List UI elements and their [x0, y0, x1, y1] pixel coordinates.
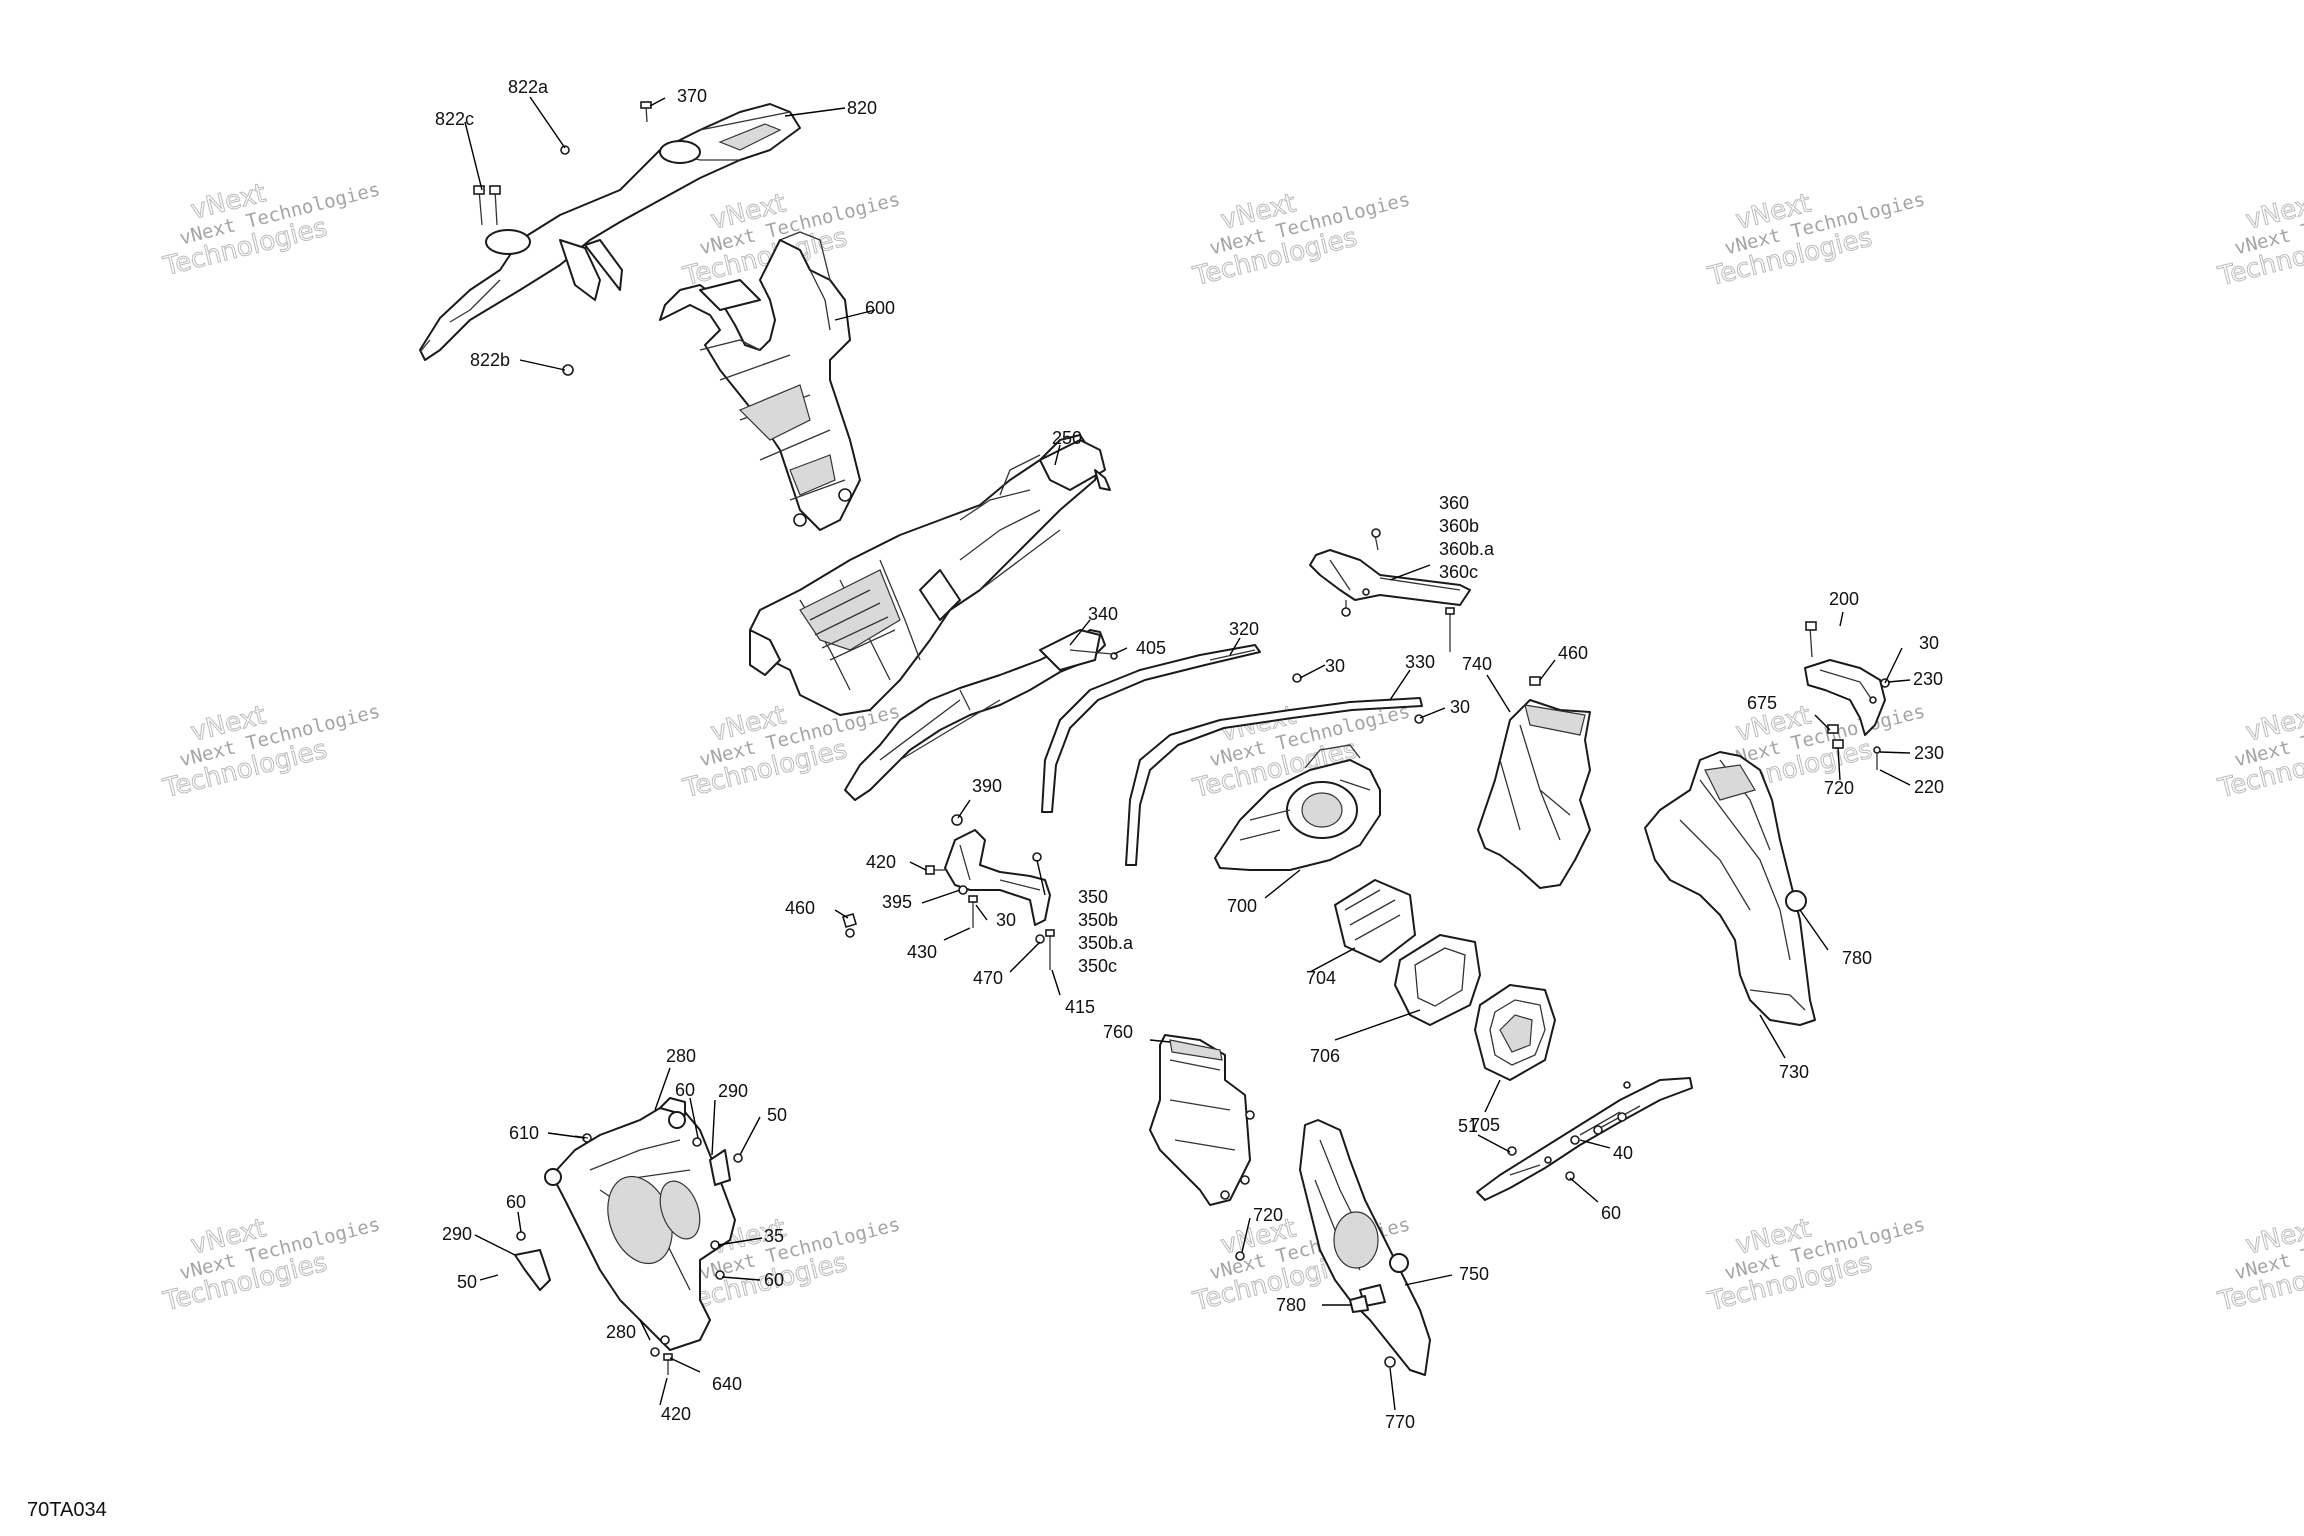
part-320-left-tube [1041, 644, 1261, 813]
callout-230-a: 230 [1913, 669, 1943, 689]
callout-405: 405 [1136, 638, 1166, 658]
callout-720-a: 720 [1824, 778, 1854, 798]
callout-30-d: 30 [996, 910, 1016, 930]
watermark: vNext vNext Technologies Technologies [2214, 188, 2304, 293]
callout-350ba: 350b.a [1078, 933, 1134, 953]
watermark: vNext vNext Technologies Technologies [159, 700, 382, 805]
callout-360c: 360c [1439, 562, 1478, 582]
callout-50-b: 50 [457, 1272, 477, 1292]
callout-470: 470 [973, 968, 1003, 988]
part-700-instrument-housing [1214, 744, 1381, 871]
watermark: vNext vNext Technologies Technologies [159, 178, 382, 283]
fasteners-750 [1235, 1251, 1396, 1368]
callout-420-a: 420 [866, 852, 896, 872]
callout-200: 200 [1829, 589, 1859, 609]
callout-360b: 360b [1439, 516, 1479, 536]
figure-code: 70TA034 [27, 1499, 107, 1521]
callout-30-c: 30 [1919, 633, 1939, 653]
callout-60-a: 60 [1601, 1203, 1621, 1223]
callout-720-b: 720 [1253, 1205, 1283, 1225]
part-40-cross-bracket [1476, 1077, 1693, 1201]
callout-35: 35 [764, 1226, 784, 1246]
callout-50-a: 50 [767, 1105, 787, 1125]
callout-822b: 822b [470, 350, 510, 370]
callout-60-b: 60 [675, 1080, 695, 1100]
watermark: vNext vNext Technologies Technologies [2214, 700, 2304, 805]
part-705-gauge [1474, 984, 1556, 1081]
callout-51: 51 [1458, 1116, 1478, 1136]
part-250-dash-panel [749, 434, 1111, 716]
callout-30-a: 30 [1325, 656, 1345, 676]
callout-290-b: 290 [442, 1224, 472, 1244]
callout-730: 730 [1779, 1062, 1809, 1082]
part-350-left-bracket [925, 814, 1055, 970]
callout-395: 395 [882, 892, 912, 912]
callout-704: 704 [1306, 968, 1336, 988]
watermark: vNext vNext Technologies Technologies [159, 1213, 382, 1318]
callout-30-b: 30 [1450, 697, 1470, 717]
callout-60-d: 60 [764, 1270, 784, 1290]
callout-430: 430 [907, 942, 937, 962]
callout-750: 750 [1459, 1264, 1489, 1284]
callout-280-b: 280 [606, 1322, 636, 1342]
part-704-panel [1334, 879, 1416, 963]
callout-822a: 822a [508, 77, 549, 97]
callout-340: 340 [1088, 604, 1118, 624]
callout-220: 220 [1914, 777, 1944, 797]
watermark: vNext vNext Technologies Technologies [1704, 188, 1927, 293]
callout-290-a: 290 [718, 1081, 748, 1101]
part-360-right-bracket [1309, 528, 1471, 652]
callout-360: 360 [1439, 493, 1469, 513]
part-740-side-panel [1477, 676, 1591, 889]
part-200-bracket [1804, 621, 1890, 736]
part-820-cross-tube [419, 103, 801, 361]
part-280-frame [544, 1097, 736, 1351]
part-340-support-bracket [844, 629, 1118, 801]
watermark: vNext vNext Technologies Technologies [1704, 1213, 1927, 1318]
fastener-460-left [842, 913, 857, 938]
callout-820: 820 [847, 98, 877, 118]
callout-250: 250 [1052, 428, 1082, 448]
callout-780-a: 780 [1842, 948, 1872, 968]
leader-lines [464, 96, 1911, 1411]
watermark: vNext vNext Technologies Technologies [2214, 1213, 2304, 1318]
callout-705: 705 [1470, 1115, 1500, 1135]
callout-40: 40 [1613, 1143, 1633, 1163]
callout-740: 740 [1462, 654, 1492, 674]
part-750-lower-panel [1299, 1119, 1431, 1376]
callout-700: 700 [1227, 896, 1257, 916]
callout-415: 415 [1065, 997, 1095, 1017]
part-760-lower-panel [1149, 1034, 1255, 1206]
callout-360ba: 360b.a [1439, 539, 1495, 559]
callout-640: 640 [712, 1374, 742, 1394]
callout-350c: 350c [1078, 956, 1117, 976]
callout-350b: 350b [1078, 910, 1118, 930]
callout-760: 760 [1103, 1022, 1133, 1042]
callout-labels: 822a 822c 370 820 822b 600 250 360 360b … [435, 77, 1944, 1432]
callout-370: 370 [677, 86, 707, 106]
callout-600: 600 [865, 298, 895, 318]
callout-60-c: 60 [506, 1192, 526, 1212]
callout-706: 706 [1310, 1046, 1340, 1066]
fasteners-820 [473, 101, 652, 376]
callout-280-a: 280 [666, 1046, 696, 1066]
callout-822c: 822c [435, 109, 474, 129]
callout-390: 390 [972, 776, 1002, 796]
callout-350: 350 [1078, 887, 1108, 907]
callout-460-a: 460 [1558, 643, 1588, 663]
callout-780-b: 780 [1276, 1295, 1306, 1315]
part-730-fender-panel [1644, 751, 1816, 1026]
callout-460-b: 460 [785, 898, 815, 918]
callout-675: 675 [1747, 693, 1777, 713]
callout-230-b: 230 [1914, 743, 1944, 763]
part-600-dash-housing [659, 231, 861, 531]
callout-320: 320 [1229, 619, 1259, 639]
callout-770: 770 [1385, 1412, 1415, 1432]
callout-420-b: 420 [661, 1404, 691, 1424]
callout-330: 330 [1405, 652, 1435, 672]
watermark: vNext vNext Technologies Technologies [1189, 188, 1412, 293]
part-706-bezel [1394, 934, 1481, 1026]
callout-610: 610 [509, 1123, 539, 1143]
